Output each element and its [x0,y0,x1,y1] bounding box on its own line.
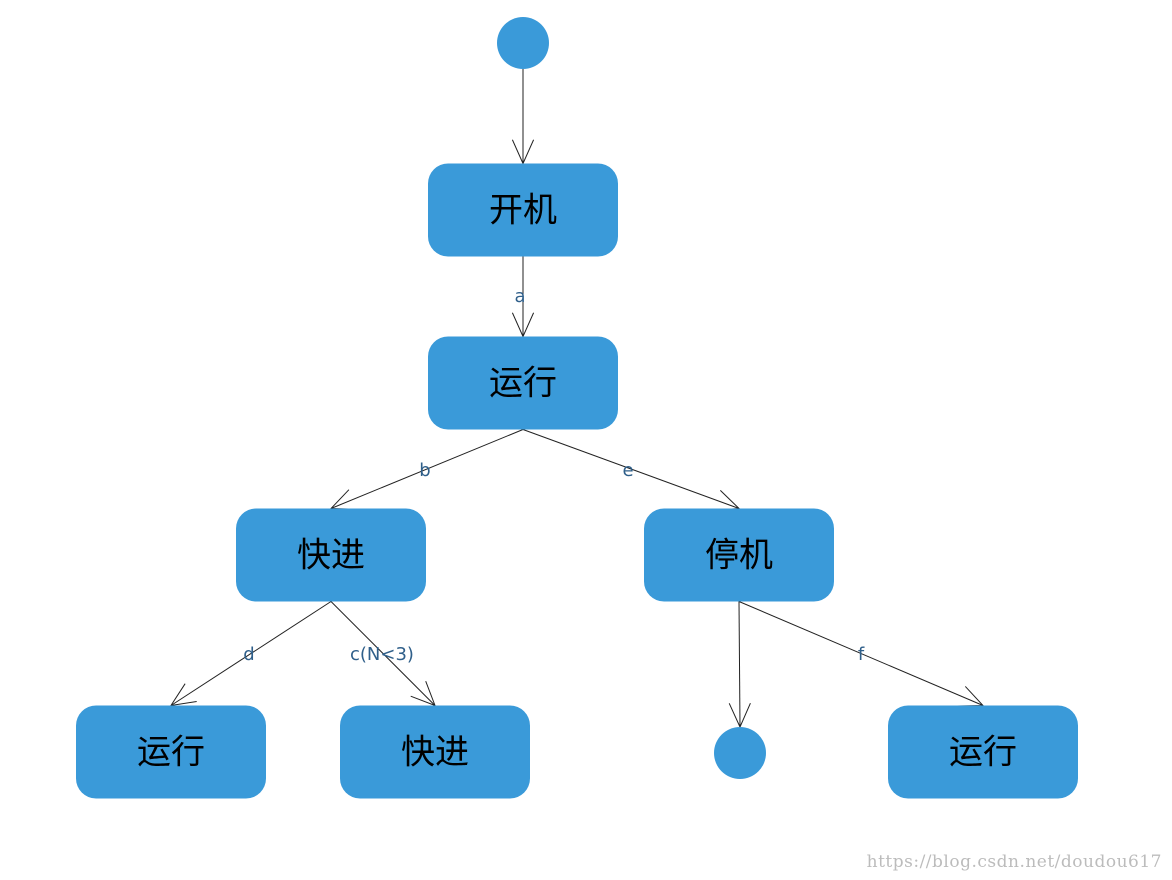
node-n6: 快进 [340,705,530,799]
edge-n3-n5: d [169,601,332,707]
final-state-dot [714,727,766,779]
state-label: 运行 [137,733,205,773]
transition-label: b [419,460,430,481]
state-label: 停机 [705,536,773,576]
transition-line [738,601,741,728]
state-label: 开机 [489,191,557,231]
node-n5: 运行 [76,705,266,799]
transition-line [330,429,524,509]
edge-n1-n2: a [511,256,535,338]
state-box [644,508,834,602]
node-n1: 开机 [428,163,618,257]
state-label: 快进 [401,733,469,773]
arrowhead-icon [169,683,197,707]
edge-start-n1 [511,69,535,165]
node-n2: 运行 [428,336,618,430]
node-n3: 快进 [236,508,426,602]
state-label: 运行 [949,733,1017,773]
node-n7: 运行 [888,705,1078,799]
transition-line [522,429,740,509]
state-label: 快进 [297,536,365,576]
transition-line [330,601,436,706]
state-box [888,705,1078,799]
watermark: https://blog.csdn.net/doudou617 [866,852,1162,872]
edge-n2-n3: b [329,429,524,510]
state-label: 运行 [489,364,557,404]
transition-line [738,601,984,706]
edge-n4-end [728,601,751,729]
edges-layer: a b e d c(N<3) f [169,69,985,729]
node-n4: 停机 [644,508,834,602]
node-start [497,17,549,69]
state-box [76,705,266,799]
nodes-layer: 开机运行快进停机运行快进运行 [76,17,1078,799]
node-end [714,727,766,779]
state-box [428,336,618,430]
initial-state-dot [497,17,549,69]
transition-label: c(N<3) [350,644,414,665]
state-box [236,508,426,602]
transition-label: e [622,460,633,481]
state-box [428,163,618,257]
transition-label: d [243,644,254,665]
state-box [340,705,530,799]
transition-line [170,601,332,706]
edge-n2-n4: e [522,429,741,511]
transition-label: a [514,286,525,307]
edge-n3-n6: c(N<3) [330,601,436,707]
transition-label: f [858,644,865,665]
edge-n4-n7: f [738,601,985,707]
